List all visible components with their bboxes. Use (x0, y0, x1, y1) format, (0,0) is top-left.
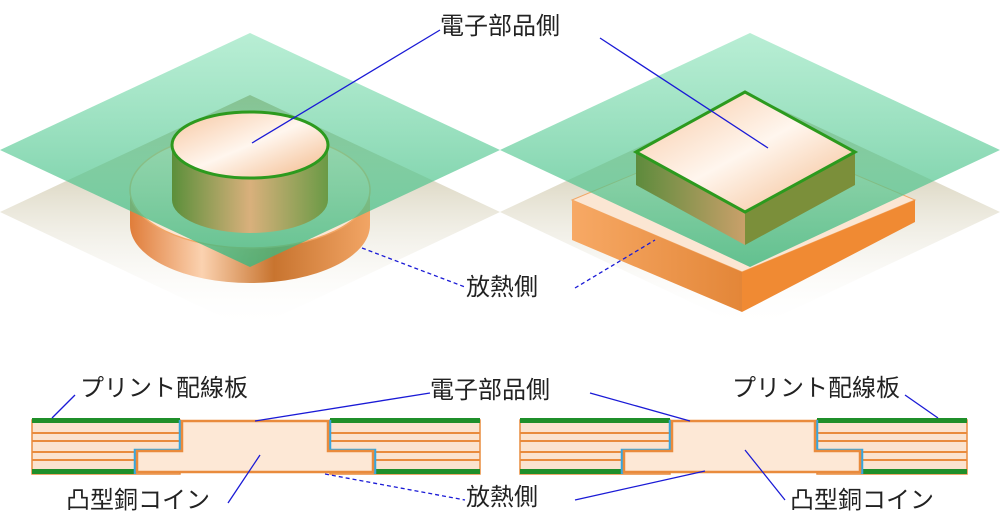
coin-boss-side-right-b (745, 152, 855, 245)
square-coin-3d (500, 33, 1000, 330)
coin-boss-top-left (170, 110, 330, 180)
leader-coin-left (227, 454, 261, 504)
leader-heat-bottom-right (574, 470, 706, 501)
copper-coin-section-right (622, 419, 862, 474)
round-coin-3d (0, 33, 500, 330)
coin-base-side-right-a (572, 200, 742, 312)
leader-component-side-left (251, 29, 441, 144)
cross-section-left (31, 418, 481, 475)
leader-heat-side-right (574, 239, 656, 289)
label-coin-left: 凸型銅コイン (66, 486, 210, 514)
label-component-side-bottom: 電子部品側 (430, 376, 550, 404)
label-pcb-right: プリント配線板 (732, 374, 900, 402)
coin-boss-top-right (632, 90, 859, 214)
leader-coin-right (744, 449, 786, 501)
leader-component-bottom-right (589, 392, 691, 422)
label-heat-side-bottom: 放熱側 (466, 483, 538, 511)
leader-pcb-right (904, 394, 939, 419)
label-heat-side-top: 放熱側 (466, 273, 538, 301)
label-coin-right: 凸型銅コイン (790, 486, 934, 514)
label-component-side-top: 電子部品側 (440, 12, 560, 40)
cross-section-right (519, 418, 968, 475)
leader-heat-bottom-left (324, 473, 466, 501)
label-pcb-left: プリント配線板 (80, 374, 248, 402)
copper-coin-section-left (135, 419, 375, 474)
coin-base-side-right-b (742, 200, 915, 312)
leader-component-side-right (599, 37, 769, 149)
leader-component-bottom-left (254, 392, 431, 422)
leader-heat-side-left (361, 247, 466, 288)
leader-pcb-left (51, 394, 76, 419)
coin-boss-side-right-a (636, 152, 745, 245)
